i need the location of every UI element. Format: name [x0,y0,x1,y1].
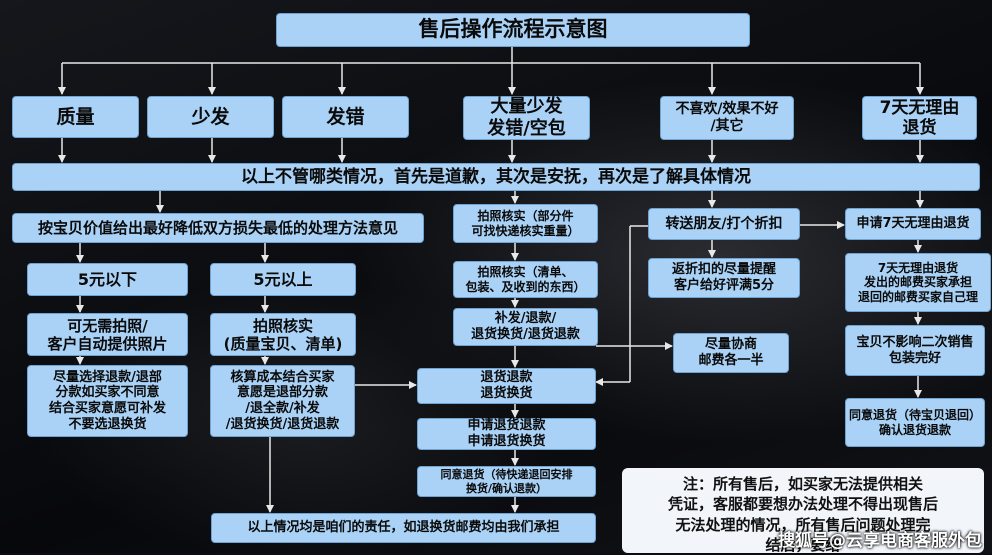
right-remind-review: 返折扣的尽量提醒 客户给好评满5分 [648,258,800,298]
left-no-photo: 可无需拍照/ 客户自动提供照片 [27,313,188,356]
middle-apply-return: 申请退货退款 申请退货换货 [417,418,596,450]
middle-responsibility: 以上情况均是咱们的责任，如退换货邮费均由我们承担 [211,513,596,543]
left-photo-verify: 拍照核实 (质量宝贝、清单) [210,313,356,356]
category-dislike: 不喜欢/效果不好 /其它 [660,96,794,140]
right-negotiate-postage: 尽量协商 邮费各一半 [673,333,789,373]
left-above-five: 5元以上 [210,263,356,296]
middle-resend: 补发/退款/ 退货换货/退货退款 [453,308,598,346]
middle-photo-partial: 拍照核实（部分件 可找快递核实重量） [453,204,598,243]
right-transfer-discount: 转送朋友/打个折扣 [648,208,800,240]
apology-bar: 以上不管哪类情况，首先是道歉，其次是安抚，再次是了解具体情况 [12,163,980,191]
middle-agree-return: 同意退货（待快递退回安排 换货/确认退款） [417,466,596,497]
seven-condition: 宝贝不影响二次销售 包装完好 [845,325,985,376]
page-title: 售后操作流程示意图 [276,13,750,47]
category-wrong: 发错 [282,96,409,138]
seven-agree-return: 同意退货（待宝贝退回） 确认退货退款 [845,398,985,447]
middle-return-refund: 退货退款 退货换货 [417,368,596,404]
category-quality: 质量 [12,96,139,138]
category-bulk-missing: 大量少发 发错/空包 [463,96,590,140]
left-cost-calc: 核算成本结合买家 意愿是退部分款 /退全款/补发 /退货换货/退货退款 [210,365,355,437]
seven-postage: 7天无理由退货 发出的邮费买家承担 退回的邮费买家自己理 [845,253,991,312]
left-choose-partial: 尽量选择退款/退部 分款如买家不同意 结合买家意愿可补发 不要选退换货 [27,365,188,437]
category-missing: 少发 [147,96,274,138]
category-seven-day: 7天无理由 退货 [862,96,977,140]
left-below-five: 5元以下 [27,263,188,296]
left-principle: 按宝贝价值给出最好降低双方损失最低的处理方法意见 [12,213,424,243]
note-box: 注：所有售后，如买家无法提供相关 凭证，客服都要想办法处理不得出现售后 无法处理… [622,468,984,554]
middle-photo-list: 拍照核实（清单、 包装、及收到的东西） [453,261,598,298]
watermark: 搜狐号@云享电商客服外包 [778,531,982,551]
seven-apply: 申请7天无理由退货 [845,208,981,240]
